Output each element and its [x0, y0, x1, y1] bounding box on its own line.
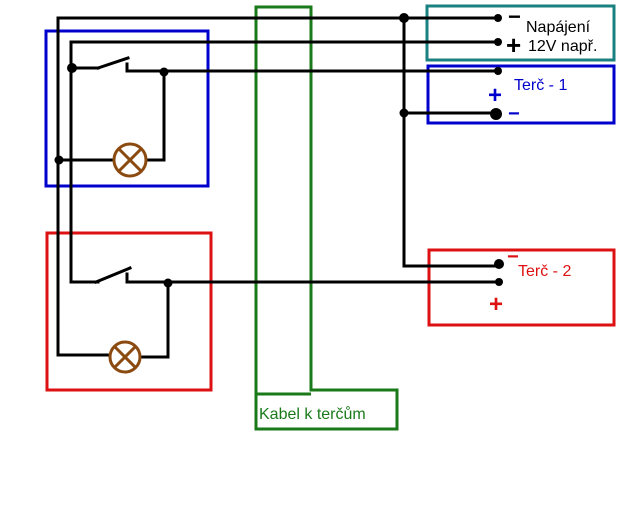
wire-plus-left-vertical	[69, 40, 100, 284]
terminal-dot	[494, 38, 502, 46]
junction-dot	[399, 108, 409, 118]
junction-dot	[67, 63, 77, 73]
junction-dot	[159, 67, 169, 77]
terminal-dot	[495, 278, 503, 286]
lamp-1-icon	[112, 142, 148, 178]
power-label-line2: 12V např.	[528, 38, 597, 55]
junction-dot	[163, 278, 173, 288]
power-supply-box	[425, 4, 616, 62]
power-minus-sign: −	[508, 4, 521, 29]
terminal-dot	[494, 14, 502, 22]
terminal-dot	[494, 259, 504, 269]
junction-dot	[399, 13, 409, 23]
lamp-2-icon	[108, 340, 142, 374]
terminal-dot	[494, 67, 502, 75]
wire-switch2-contact	[125, 272, 500, 284]
wire-lamp2-return	[138, 281, 170, 359]
target-2-box	[427, 248, 616, 327]
target-2-plus-sign: +	[489, 291, 503, 318]
cable-label: Kabel k terčům	[259, 405, 366, 423]
power-plus-sign: +	[506, 30, 521, 60]
target-1-label: Terč - 1	[514, 77, 567, 94]
junction-dot	[54, 155, 64, 165]
wire-switch1-blade	[96, 56, 130, 70]
target-1-minus-sign: −	[508, 103, 520, 125]
power-label-line1: Napájení	[526, 19, 591, 36]
target-1-box	[426, 64, 616, 125]
wire-switch1-contact	[125, 62, 500, 73]
unit-1-box	[44, 29, 210, 188]
wire-minus-left-vertical	[56, 16, 112, 357]
terminal-dot	[490, 108, 502, 120]
target-1-plus-sign: +	[488, 82, 502, 109]
wire-right-bus	[402, 16, 500, 268]
wire-switch2-blade	[94, 266, 132, 284]
unit-2-box	[45, 231, 213, 392]
wire-lamp1-return	[144, 70, 166, 162]
wires	[56, 16, 500, 359]
junctions	[54, 13, 504, 288]
target-2-label: Terč - 2	[518, 263, 571, 280]
target-2-minus-sign: −	[507, 246, 519, 268]
cable-outline	[254, 5, 399, 431]
